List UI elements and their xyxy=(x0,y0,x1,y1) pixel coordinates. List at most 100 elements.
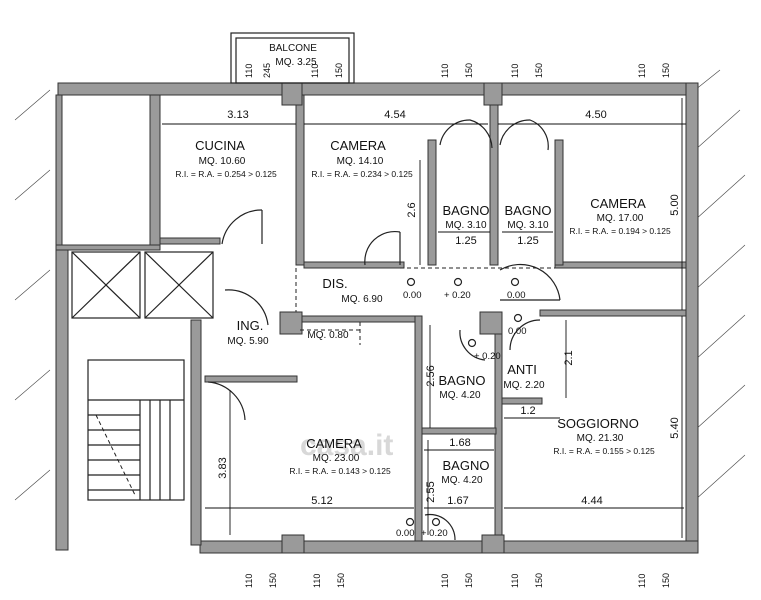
room-area: MQ. 0.80 xyxy=(307,330,349,341)
room-anti: ANTI MQ. 2.20 xyxy=(503,362,545,391)
staircase xyxy=(87,359,185,501)
window-tick-150: 150 xyxy=(534,573,544,588)
dim-bagno3-height: 2.56 xyxy=(425,365,437,386)
room-area: MQ. 3.10 xyxy=(445,220,487,231)
room-cucina: CUCINA MQ. 10.60 R.I. = R.A. = 0.254 > 0… xyxy=(175,138,277,179)
exterior-hatching xyxy=(14,69,746,501)
window-tick-150: 150 xyxy=(661,573,671,588)
room-name: BAGNO xyxy=(443,458,490,473)
window-tick-150: 150 xyxy=(661,63,671,78)
room-balcone: BALCONE MQ. 3.25 xyxy=(269,43,317,68)
height-label: 0.00 xyxy=(403,290,422,301)
room-name: ANTI xyxy=(507,362,537,377)
room-area: MQ. 2.20 xyxy=(503,380,545,391)
room-name: CAMERA xyxy=(330,138,386,153)
dim-camera2-width: 4.50 xyxy=(585,109,606,121)
level-marker-icon xyxy=(453,277,463,287)
room-disimpegno: DIS. MQ. 6.90 xyxy=(322,276,383,305)
dim-camera2-height: 5.00 xyxy=(669,194,681,215)
height-label: + 0.20 xyxy=(474,351,501,362)
room-bagno-1: BAGNO MQ. 3.10 xyxy=(443,203,490,231)
dim-anti-width: 1.2 xyxy=(520,405,535,417)
room-ratio: R.I. = R.A. = 0.254 > 0.125 xyxy=(175,169,277,179)
window-tick-110: 110 xyxy=(637,64,647,78)
room-name: CUCINA xyxy=(195,138,245,153)
dim-soggiorno-width: 4.44 xyxy=(581,495,602,507)
room-area: MQ. 4.20 xyxy=(441,475,483,486)
level-marker-icon xyxy=(405,517,415,527)
room-soggiorno: SOGGIORNO MQ. 21.30 R.I. = R.A. = 0.155 … xyxy=(553,416,655,456)
room-bagno-3: BAGNO MQ. 4.20 xyxy=(439,373,486,401)
height-label: 0.00 xyxy=(507,290,526,301)
window-tick-150: 150 xyxy=(464,63,474,78)
dim-bagno4-height: 2.55 xyxy=(425,481,437,502)
window-markers: 110 245 110 150 110 150 110 150 110 150 … xyxy=(244,63,671,588)
room-ingresso: ING. MQ. 5.90 xyxy=(227,318,269,347)
window-tick-150: 150 xyxy=(268,573,278,588)
room-ratio: R.I. = R.A. = 0.194 > 0.125 xyxy=(569,226,671,236)
dim-bagno4-width-top: 1.68 xyxy=(449,437,470,449)
level-marker-icon xyxy=(513,313,523,323)
height-label: + 0.20 xyxy=(444,290,471,301)
dim-bagno1-width: 1.25 xyxy=(455,235,476,247)
dim-cucina-width: 3.13 xyxy=(227,109,248,121)
height-label: 0.00 xyxy=(396,528,415,539)
dim-anti-height: 2.1 xyxy=(563,350,575,365)
room-area: MQ. 3.25 xyxy=(275,57,317,68)
dim-camera3-width: 5.12 xyxy=(311,495,332,507)
room-area: MQ. 3.10 xyxy=(507,220,549,231)
window-tick-150: 150 xyxy=(336,573,346,588)
window-tick-110: 110 xyxy=(510,64,520,78)
dim-camera1-height: 2.6 xyxy=(406,202,418,217)
dim-bagno2-width: 1.25 xyxy=(517,235,538,247)
room-name: CAMERA xyxy=(306,436,362,451)
dimension-lines xyxy=(162,98,686,538)
room-name: DIS. xyxy=(322,276,347,291)
height-label: + 0.20 xyxy=(421,528,448,539)
window-tick-110: 110 xyxy=(440,574,450,588)
watermark: casa.it xyxy=(300,429,393,462)
room-area: MQ. 21.30 xyxy=(577,433,624,444)
room-name: BAGNO xyxy=(443,203,490,218)
room-area: MQ. 6.90 xyxy=(341,294,383,305)
dim-camera3-height: 3.83 xyxy=(217,457,229,478)
window-tick-245: 245 xyxy=(262,63,272,78)
level-marker-icon xyxy=(467,338,477,348)
window-tick-110: 110 xyxy=(310,64,320,78)
room-area: MQ. 5.90 xyxy=(227,336,269,347)
level-marker-icon xyxy=(406,277,416,287)
window-tick-110: 110 xyxy=(244,574,254,588)
room-ripostiglio: MQ. 0.80 xyxy=(307,330,349,341)
height-label: 0.00 xyxy=(508,326,527,337)
room-name: BALCONE xyxy=(269,43,317,54)
room-name: CAMERA xyxy=(590,196,646,211)
room-ratio: R.I. = R.A. = 0.155 > 0.125 xyxy=(553,446,655,456)
walls xyxy=(55,82,699,554)
room-area: MQ. 4.20 xyxy=(439,390,481,401)
level-marker-icon xyxy=(510,277,520,287)
dim-bagno4-width-bottom: 1.67 xyxy=(447,495,468,507)
room-area: MQ. 23.00 xyxy=(313,453,360,464)
window-tick-150: 150 xyxy=(464,573,474,588)
room-bagno-2: BAGNO MQ. 3.10 xyxy=(505,203,552,231)
door-swings xyxy=(207,119,561,541)
room-ratio: R.I. = R.A. = 0.143 > 0.125 xyxy=(289,466,391,476)
room-name: SOGGIORNO xyxy=(557,416,639,431)
level-marker-icon xyxy=(431,517,441,527)
window-tick-150: 150 xyxy=(334,63,344,78)
window-tick-150: 150 xyxy=(534,63,544,78)
window-tick-110: 110 xyxy=(244,64,254,78)
room-camera-3: CAMERA MQ. 23.00 R.I. = R.A. = 0.143 > 0… xyxy=(289,436,391,476)
room-name: BAGNO xyxy=(439,373,486,388)
room-area: MQ. 10.60 xyxy=(199,156,246,167)
room-ratio: R.I. = R.A. = 0.234 > 0.125 xyxy=(311,169,413,179)
window-tick-110: 110 xyxy=(440,64,450,78)
dimension-labels: 3.13 4.54 4.50 5.00 2.6 1.25 1.25 2.56 2… xyxy=(217,109,681,507)
window-tick-110: 110 xyxy=(637,574,647,588)
room-bagno-4: BAGNO MQ. 4.20 xyxy=(441,458,489,486)
room-camera-2: CAMERA MQ. 17.00 R.I. = R.A. = 0.194 > 0… xyxy=(569,196,671,236)
floor-height-markers: 0.00 + 0.20 0.00 0.00 + 0.20 0.00 + 0.20 xyxy=(396,277,527,539)
window-tick-110: 110 xyxy=(312,574,322,588)
window-tick-110: 110 xyxy=(510,574,520,588)
